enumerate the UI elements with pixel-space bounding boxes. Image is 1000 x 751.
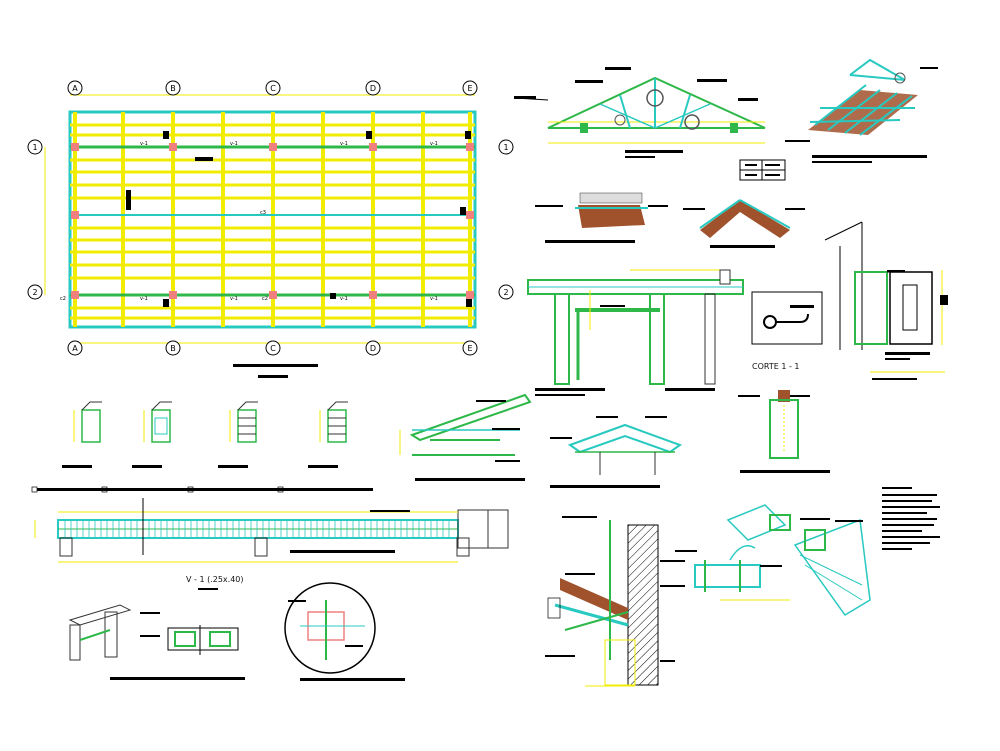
legend-table: [739, 159, 786, 181]
axis-bubble: [67, 80, 83, 96]
gutter-detail: [675, 545, 790, 601]
beam-tag: v-1: [340, 296, 348, 302]
beam-sections: [31, 401, 373, 493]
axis-label: D: [370, 84, 376, 93]
axis-label: 2: [503, 288, 508, 297]
plan-columns: [71, 143, 474, 299]
axis-label: 1: [32, 143, 37, 152]
plate-connection: [68, 604, 245, 680]
axis-label: C: [270, 84, 276, 93]
pier-detail: [738, 390, 830, 473]
portal-frame: [527, 269, 744, 396]
column-square: [71, 211, 79, 219]
stirrups: [64, 521, 450, 537]
roof-framing-plan: A A B B C C D D E E 1 1 2 2 v-1 v-1 v-1 v-1 v-1 v-1 v-1 v-1 c2…: [27, 80, 514, 378]
axis-bubble: [498, 139, 514, 155]
axis-bubble: [462, 340, 478, 356]
column-square: [269, 291, 277, 299]
purlin-detail-b: [683, 199, 805, 248]
truss-elevation: [514, 67, 766, 158]
section-caption: [283, 488, 373, 491]
section-caption: [193, 488, 283, 491]
section-inner: [154, 417, 168, 435]
purlin-detail-a: [535, 192, 668, 243]
section-outline: [151, 409, 171, 443]
eave-isometric: [726, 504, 871, 616]
long-beam-elevation: V - 1 (.25x.40): [34, 498, 509, 590]
column-square: [369, 143, 377, 151]
axis-label: B: [170, 344, 176, 353]
section-caption: [107, 488, 197, 491]
column-tag: c3: [260, 210, 266, 216]
section-title: [308, 465, 338, 468]
column-square: [369, 291, 377, 299]
section-box: [31, 486, 38, 493]
column-square: [269, 143, 277, 151]
axis-label: B: [170, 84, 176, 93]
beam-tag: v-1: [140, 296, 148, 302]
column-tag: c2: [262, 296, 268, 302]
axis-label: E: [467, 344, 472, 353]
axis-bubble: [365, 340, 381, 356]
axis-bubble: [462, 80, 478, 96]
section-hook: [81, 401, 102, 411]
beam-tag: v-1: [230, 296, 238, 302]
section-title: [62, 465, 92, 468]
axis-bubble: [265, 340, 281, 356]
axis-bubble: [165, 340, 181, 356]
eave-section: [545, 516, 685, 687]
section-hook: [327, 401, 348, 411]
section-hook: [151, 401, 172, 411]
anchor-detail: CORTE 1 - 1: [751, 291, 823, 371]
section-title: [132, 465, 162, 468]
section-title: [218, 465, 248, 468]
axis-label: A: [72, 84, 78, 93]
column-square: [169, 291, 177, 299]
axis-label: 1: [503, 143, 508, 152]
column-isometric: [824, 221, 948, 380]
axis-bubble: [365, 80, 381, 96]
column-square: [71, 291, 79, 299]
column-square: [466, 211, 474, 219]
beam-tag: v-1: [340, 141, 348, 147]
column-square: [169, 143, 177, 151]
corte-label: CORTE 1 - 1: [752, 362, 800, 371]
axis-label: E: [467, 84, 472, 93]
rafter-detail: [399, 393, 532, 481]
section-box: [187, 486, 194, 493]
column-square: [466, 143, 474, 151]
beam-tag: v-1: [230, 141, 238, 147]
truss-isometric: [785, 58, 938, 163]
beam-tag: v-1: [430, 141, 438, 147]
column-square: [71, 143, 79, 151]
beam-label: V - 1 (.25x.40): [186, 575, 244, 584]
axis-label: A: [72, 344, 78, 353]
axis-bubble: [67, 340, 83, 356]
section-box: [277, 486, 284, 493]
section-outline: [81, 409, 101, 443]
axis-label: D: [370, 344, 376, 353]
axis-label: 2: [32, 288, 37, 297]
axis-bubble: [265, 80, 281, 96]
axis-bubble: [27, 284, 43, 300]
section-caption: [37, 488, 107, 491]
axis-bubble: [165, 80, 181, 96]
axis-label: C: [270, 344, 276, 353]
beam-tag: v-1: [430, 296, 438, 302]
section-box: [101, 486, 108, 493]
axis-bubble: [27, 139, 43, 155]
section-hook: [237, 401, 258, 411]
axis-bubble: [498, 284, 514, 300]
ridge-detail: [550, 416, 683, 488]
column-square: [466, 291, 474, 299]
axis-bubbles: A A B B C C D D E E 1 1 2 2 v-1 v-1 v-1 v-1 v-1 v-1 v-1 v-1 c2…: [27, 80, 514, 356]
column-tag: c2: [60, 296, 66, 302]
circle-detail: [284, 582, 405, 681]
notes-block: [882, 487, 940, 550]
beam-tag: v-1: [140, 141, 148, 147]
